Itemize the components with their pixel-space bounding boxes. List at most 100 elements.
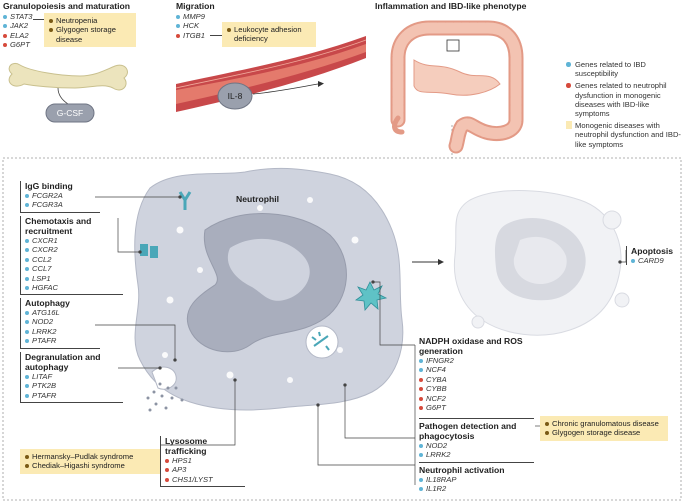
autophagy-title: Autophagy xyxy=(25,298,70,308)
gene-litaf: LITAF xyxy=(25,372,123,381)
gene-cxcr1: CXCR1 xyxy=(25,236,123,245)
nadph-title: NADPH oxidase and ROS generation xyxy=(419,336,523,356)
right-disease-box: Chronic granulomatous disease Glygogen s… xyxy=(540,416,668,441)
degranulation-title: Degranulation and autophagy xyxy=(25,352,101,372)
gene-nod2: NOD2 xyxy=(25,317,100,326)
apoptosis-arrowhead xyxy=(438,259,444,265)
neutrophil-label: Neutrophil xyxy=(236,194,279,204)
gcsf-label: G-CSF xyxy=(56,108,84,118)
gene-cxcr2: CXCR2 xyxy=(25,245,123,254)
migration-arrowhead xyxy=(318,81,324,87)
gene-hgfac: HGFAC xyxy=(25,283,123,292)
group-apoptosis: Apoptosis CARD9 xyxy=(626,246,681,266)
disease-hermansky-pudlak: Hermansky–Pudlak syndrome xyxy=(25,452,155,461)
group-autophagy: Autophagy ATG16L NOD2 LRRK2 PTAFR xyxy=(20,298,100,349)
gene-ccl7: CCL7 xyxy=(25,264,123,273)
bone-illustration xyxy=(8,62,128,91)
gene-atg16l: ATG16L xyxy=(25,308,100,317)
group-igg-binding: IgG binding FCGR2A FCGR3A xyxy=(20,181,100,213)
gene-stat3: STAT3 xyxy=(3,12,33,21)
migration-bracket xyxy=(210,35,222,36)
gene-ccl2: CCL2 xyxy=(25,255,123,264)
il8-label: IL-8 xyxy=(227,91,243,101)
group-chemotaxis: Chemotaxis and recruitment CXCR1 CXCR2 C… xyxy=(20,216,123,296)
legend-monogenic-genes-text: Genes related to neutrophil dysfunction … xyxy=(575,81,667,119)
gene-il18rap: IL18RAP xyxy=(419,475,534,484)
disease-chediak-higashi: Chediak–Higashi syndrome xyxy=(25,461,155,470)
gene-lrrk2-2: LRRK2 xyxy=(419,450,534,459)
legend-item-monogenic-genes: Genes related to neutrophil dysfunction … xyxy=(566,81,681,118)
gene-mmp9: MMP9 xyxy=(176,12,205,21)
migration-arrow xyxy=(252,83,319,95)
gene-hps1: HPS1 xyxy=(165,456,245,465)
gcsf-line xyxy=(57,87,69,105)
group-nadph: NADPH oxidase and ROS generation IFNGR2 … xyxy=(419,336,527,412)
connector-lines xyxy=(95,195,627,485)
gene-ptafr-2: PTAFR xyxy=(25,391,123,400)
chemotaxis-title: Chemotaxis and recruitment xyxy=(25,216,92,236)
disease-glycogen-storage-2: Glygogen storage disease xyxy=(545,428,663,437)
legend: Genes related to IBD susceptibility Gene… xyxy=(566,60,681,149)
group-degranulation: Degranulation and autophagy LITAF PTK2B … xyxy=(20,352,123,404)
gene-hck: HCK xyxy=(176,21,205,30)
gene-ptk2b: PTK2B xyxy=(25,381,123,390)
legend-item-ibd: Genes related to IBD susceptibility xyxy=(566,60,681,78)
gene-g6pt-2: G6PT xyxy=(419,403,527,412)
gene-itgb1: ITGB1 xyxy=(176,31,205,40)
gene-nod2-2: NOD2 xyxy=(419,441,534,450)
gene-card9: CARD9 xyxy=(631,256,681,265)
blue-dot-icon xyxy=(566,62,571,67)
neutrophil-cell xyxy=(134,167,404,411)
yellow-square-icon xyxy=(566,121,572,130)
activation-title: Neutrophil activation xyxy=(419,465,505,475)
apoptotic-cell xyxy=(453,190,630,336)
granulopoiesis-title: Granulopoiesis and maturation xyxy=(3,1,131,11)
lysosome-disease-box: Hermansky–Pudlak syndrome Chediak–Higash… xyxy=(20,449,160,474)
group-activation: Neutrophil activation IL18RAP IL1R2 xyxy=(419,462,534,494)
chemokine-receptor-icon xyxy=(140,244,158,258)
migration-title: Migration xyxy=(176,1,215,11)
granulopoiesis-bracket xyxy=(33,19,44,20)
colon-illustration xyxy=(390,20,524,154)
legend-monogenic-diseases-text: Monogenic diseases with neutrophil dysfu… xyxy=(575,121,681,149)
gene-ptafr: PTAFR xyxy=(25,336,100,345)
gene-jak2: JAK2 xyxy=(3,21,33,30)
gene-lrrk2: LRRK2 xyxy=(25,327,100,336)
granulopoiesis-disease-box: Neutropenia Glygogen storage disease xyxy=(44,13,136,48)
pathogen-title: Pathogen detection and phagocytosis xyxy=(419,421,517,441)
legend-ibd-text: Genes related to IBD susceptibility xyxy=(575,60,646,79)
migration-gene-list: MMP9 HCK ITGB1 xyxy=(176,12,205,40)
group-lysosome: Lysosome trafficking HPS1 AP3 CHS1/LYST xyxy=(160,436,245,488)
gene-fcgr3a: FCGR3A xyxy=(25,200,100,209)
released-granules xyxy=(146,382,184,412)
lower-panel-frame xyxy=(2,157,682,501)
gene-g6pt: G6PT xyxy=(3,40,33,49)
gene-cyba: CYBA xyxy=(419,375,527,384)
gene-lsp1: LSP1 xyxy=(25,274,123,283)
gene-ifngr2: IFNGR2 xyxy=(419,356,527,365)
lysosome-title: Lysosome trafficking xyxy=(165,436,208,456)
legend-item-monogenic-diseases: Monogenic diseases with neutrophil dysfu… xyxy=(566,121,681,149)
disease-glycogen-storage: Glygogen storage disease xyxy=(49,25,131,44)
group-pathogen: Pathogen detection and phagocytosis NOD2… xyxy=(419,418,534,460)
gene-fcgr2a: FCGR2A xyxy=(25,191,100,200)
gene-ncf2: NCF2 xyxy=(419,394,527,403)
inflammation-title: Inflammation and IBD-like phenotype xyxy=(375,1,527,11)
red-dot-icon xyxy=(566,83,571,88)
disease-chronic-granulomatous: Chronic granulomatous disease xyxy=(545,419,663,428)
granulopoiesis-gene-list: STAT3 JAK2 ELA2 G6PT xyxy=(3,12,33,50)
apoptosis-title: Apoptosis xyxy=(631,246,674,256)
ros-burst-icon xyxy=(354,281,388,311)
igg-receptor-icon xyxy=(178,191,192,210)
gene-chs1-lyst: CHS1/LYST xyxy=(165,475,245,484)
gene-ap3: AP3 xyxy=(165,465,245,474)
disease-leukocyte-adhesion: Leukocyte adhesion deficiency xyxy=(227,25,311,44)
gene-ncf4: NCF4 xyxy=(419,365,527,374)
igg-binding-title: IgG binding xyxy=(25,181,73,191)
il8-cell xyxy=(217,82,253,110)
gcsf-pill xyxy=(45,103,95,123)
gut-zoom-box xyxy=(446,39,460,52)
gene-ela2: ELA2 xyxy=(3,31,33,40)
gene-cybb: CYBB xyxy=(419,384,527,393)
